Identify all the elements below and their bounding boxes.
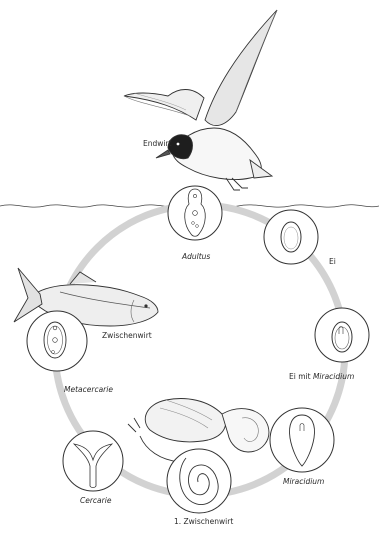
label-metacercarie: Metacercarie: [64, 386, 113, 394]
label-ei-mit-miracidium-word: Miracidium: [313, 372, 354, 381]
label-1-zwischenwirt: 1. Zwischenwirt: [174, 518, 233, 526]
stage-1-zwischenwirt: [167, 449, 231, 513]
stage-ei: [264, 210, 318, 264]
stage-cercarie: [63, 431, 123, 491]
stage-adultus: [168, 186, 222, 240]
stage-miracidium: [270, 408, 334, 472]
label-ei: Ei: [329, 258, 336, 266]
label-ei-mit-miracidium: Ei mit Miracidium: [289, 373, 354, 381]
stage-ei-mit-miracidium: [315, 308, 369, 362]
seagull-illustration: [124, 10, 277, 190]
stage-metacercarie: [27, 311, 87, 371]
fish-illustration: [14, 268, 158, 326]
label-adultus: Adultus: [182, 253, 210, 261]
label-cercarie: Cercarie: [80, 497, 111, 505]
label-endwirt: Endwirt: [143, 140, 172, 148]
label-miracidium: Miracidium: [283, 478, 324, 486]
label-zwischenwirt: Zwischenwirt: [102, 332, 152, 340]
label-ei-mit: Ei mit: [289, 372, 311, 381]
